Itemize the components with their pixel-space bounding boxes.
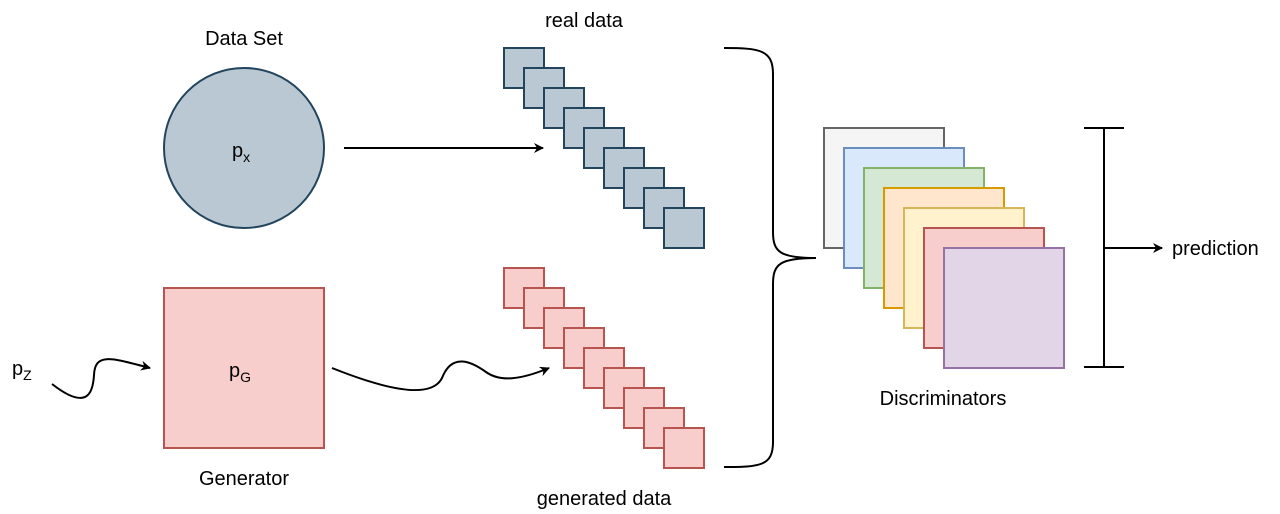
- real-data-label: real data: [545, 10, 624, 32]
- pz-subscript: Z: [23, 367, 32, 383]
- pg-symbol: pG: [229, 360, 251, 385]
- generator-label: Generator: [199, 468, 289, 490]
- pz-to-generator-arrow: [51, 358, 151, 399]
- discriminators-stack: [823, 127, 1065, 369]
- discriminators-label: Discriminators: [880, 388, 1007, 410]
- pg-subscript: G: [240, 369, 251, 385]
- real-data-stack: [503, 47, 705, 249]
- dataset-label: Data Set: [205, 28, 283, 50]
- generated-data-sample: [663, 427, 705, 469]
- discriminator-panel: [943, 247, 1065, 369]
- pg-base: p: [229, 360, 240, 382]
- merge-brace: [723, 47, 817, 468]
- real-data-sample: [663, 207, 705, 249]
- px-base: p: [232, 140, 243, 162]
- generator-box: [163, 287, 325, 449]
- prediction-label: prediction: [1172, 238, 1259, 260]
- dataset-circle: [163, 67, 325, 229]
- generated-data-stack: [503, 267, 705, 469]
- generator-to-generated-arrow: [331, 360, 550, 392]
- generated-data-label: generated data: [537, 488, 672, 510]
- pz-base: p: [12, 358, 23, 380]
- pz-symbol: pZ: [12, 358, 32, 383]
- px-subscript: x: [243, 149, 250, 165]
- px-symbol: px: [232, 140, 250, 165]
